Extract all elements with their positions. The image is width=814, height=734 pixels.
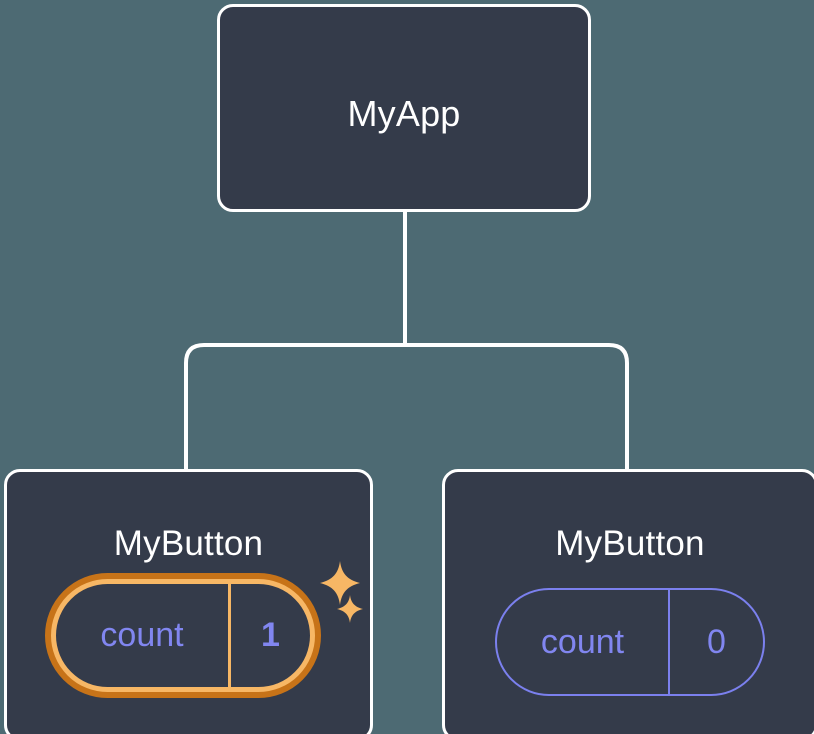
state-key-right: count <box>540 622 625 661</box>
node-myapp-label: MyApp <box>347 93 461 134</box>
node-mybutton-left-label: MyButton <box>113 524 264 563</box>
state-value-left: 1 <box>228 584 310 687</box>
state-pill-left[interactable]: count 1 <box>45 573 321 698</box>
state-key-left: count <box>100 616 184 654</box>
node-myapp[interactable]: MyApp <box>217 4 591 212</box>
node-mybutton-right-label: MyButton <box>555 524 705 563</box>
state-pill-right[interactable]: count 0 <box>495 588 765 696</box>
connector-bracket <box>184 343 629 470</box>
state-pill-left-inner: count 1 <box>56 584 310 687</box>
state-value-right: 0 <box>668 590 763 694</box>
